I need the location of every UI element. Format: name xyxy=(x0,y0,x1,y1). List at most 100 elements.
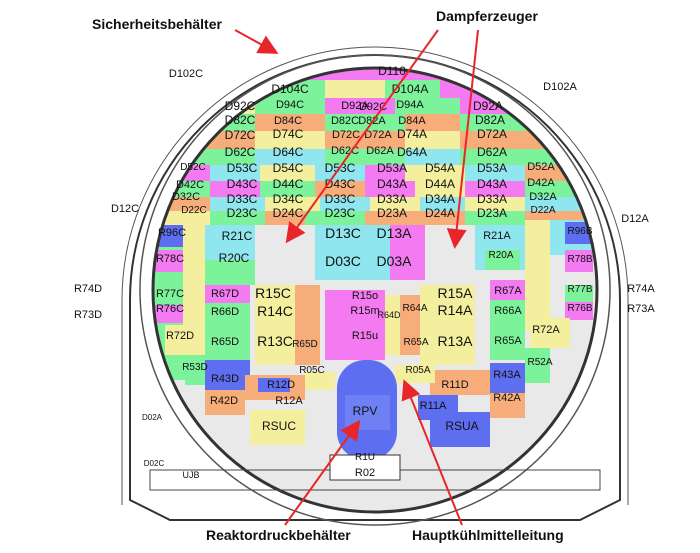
room-label: D23C xyxy=(227,206,258,220)
room-label: R73D xyxy=(74,309,102,321)
room-label: D92A xyxy=(473,99,503,113)
arrow-rpv xyxy=(284,419,361,526)
room-label: D22C xyxy=(181,205,207,216)
r02-box xyxy=(329,454,401,481)
room-label: RSUA xyxy=(445,419,478,433)
room-label: R05A xyxy=(405,365,430,376)
room-label: D72A xyxy=(477,127,507,141)
room-label: D104A xyxy=(392,82,429,96)
room-label: D42C xyxy=(176,179,204,191)
room-label: R42A xyxy=(493,392,521,404)
room-label: D23A xyxy=(377,206,407,220)
room-label: D62A xyxy=(477,145,507,159)
room-label: R74D xyxy=(74,283,102,295)
room-label: R15C xyxy=(255,285,291,301)
room-label: D53A xyxy=(477,161,507,175)
room-label: D64A xyxy=(397,145,427,159)
room-label: D82C xyxy=(331,115,359,127)
room-label: D32A xyxy=(529,191,557,203)
callout-rpv: Reaktordruckbehälter xyxy=(206,527,351,543)
room-label: R15u xyxy=(352,330,378,342)
room-label: R43D xyxy=(211,373,239,385)
arrow-steam-gen-left xyxy=(285,29,439,244)
room-label: D62C xyxy=(225,145,256,159)
room-label: D22A xyxy=(530,205,555,216)
callout-steam-generator: Dampferzeuger xyxy=(436,8,538,24)
room-label: R42D xyxy=(210,395,238,407)
room-label: R14A xyxy=(437,302,473,318)
arrow-steam-gen-right xyxy=(446,29,479,249)
room-label: D62C xyxy=(331,145,359,157)
room-label: D84C xyxy=(274,115,302,127)
base-structure xyxy=(149,469,601,491)
room-label: D12C xyxy=(111,203,139,215)
room-label: R14C xyxy=(257,303,293,319)
room-label: R52A xyxy=(527,357,552,368)
room-label: R65A xyxy=(403,337,428,348)
room-label: R76B xyxy=(567,303,592,314)
room-label: R11A xyxy=(420,400,447,412)
room-label: R65A xyxy=(494,335,522,347)
room-label: D44C xyxy=(273,177,304,191)
arrow-containment xyxy=(234,29,279,54)
room-label: R05C xyxy=(299,365,325,376)
room-label: D34A xyxy=(425,192,455,206)
room-label: D43C xyxy=(227,177,258,191)
dome-fill xyxy=(153,68,597,512)
room-label: D74A xyxy=(397,127,427,141)
room-label: D104C xyxy=(271,82,309,96)
room-label: R20C xyxy=(219,251,250,265)
room-label: D24A xyxy=(425,206,455,220)
room-label: D102C xyxy=(169,68,203,80)
room-label: R15m xyxy=(350,305,379,317)
room-label: R12A xyxy=(275,395,303,407)
room-label: D84A xyxy=(398,115,426,127)
room-label: R66D xyxy=(211,306,239,318)
room-label: R20A xyxy=(488,250,513,261)
room-label: D32C xyxy=(172,191,200,203)
room-label: D43A xyxy=(477,177,507,191)
room-label: R13C xyxy=(257,333,293,349)
room-label: D13A xyxy=(376,225,412,241)
room-label: R21C xyxy=(222,229,253,243)
outer-ring xyxy=(139,54,611,526)
room-label: R12D xyxy=(267,379,295,391)
room-label: D110 xyxy=(378,64,406,78)
room-label: R67A xyxy=(494,285,522,297)
room-label: R53D xyxy=(182,362,208,373)
room-label: D94C xyxy=(276,99,304,111)
room-label: R64A xyxy=(402,303,427,314)
room-label: R15o xyxy=(352,290,378,302)
room-label: D74C xyxy=(273,127,304,141)
room-label: D03A xyxy=(376,253,412,269)
room-label: UJB xyxy=(182,470,199,480)
room-label: R74A xyxy=(627,283,655,295)
room-label: D13C xyxy=(325,225,361,241)
room-label: D92C xyxy=(225,99,256,113)
room-label: D72A xyxy=(364,129,392,141)
room-label: D33C xyxy=(325,192,356,206)
room-label: R66A xyxy=(494,305,522,317)
room-label: D33A xyxy=(477,192,507,206)
room-label: D24C xyxy=(273,206,304,220)
room-label: D82A xyxy=(475,113,505,127)
room-label: R72D xyxy=(166,330,194,342)
room-label: R13A xyxy=(437,333,473,349)
room-label: D42A xyxy=(527,177,555,189)
room-label: R1U xyxy=(355,452,375,463)
room-label: D64C xyxy=(273,145,304,159)
room-label: D23A xyxy=(477,206,507,220)
room-label: R02 xyxy=(355,467,375,479)
room-label: D43A xyxy=(377,177,407,191)
room-label: R15A xyxy=(437,285,473,301)
room-label: D02C xyxy=(144,459,165,468)
room-label: D33A xyxy=(377,192,407,206)
room-label: R76C xyxy=(156,303,184,315)
room-label: D92A xyxy=(341,100,369,112)
room-label: R21A xyxy=(483,230,511,242)
room-label: R11D xyxy=(441,379,468,391)
room-label: RSUC xyxy=(262,419,296,433)
room-label: R73A xyxy=(627,303,655,315)
